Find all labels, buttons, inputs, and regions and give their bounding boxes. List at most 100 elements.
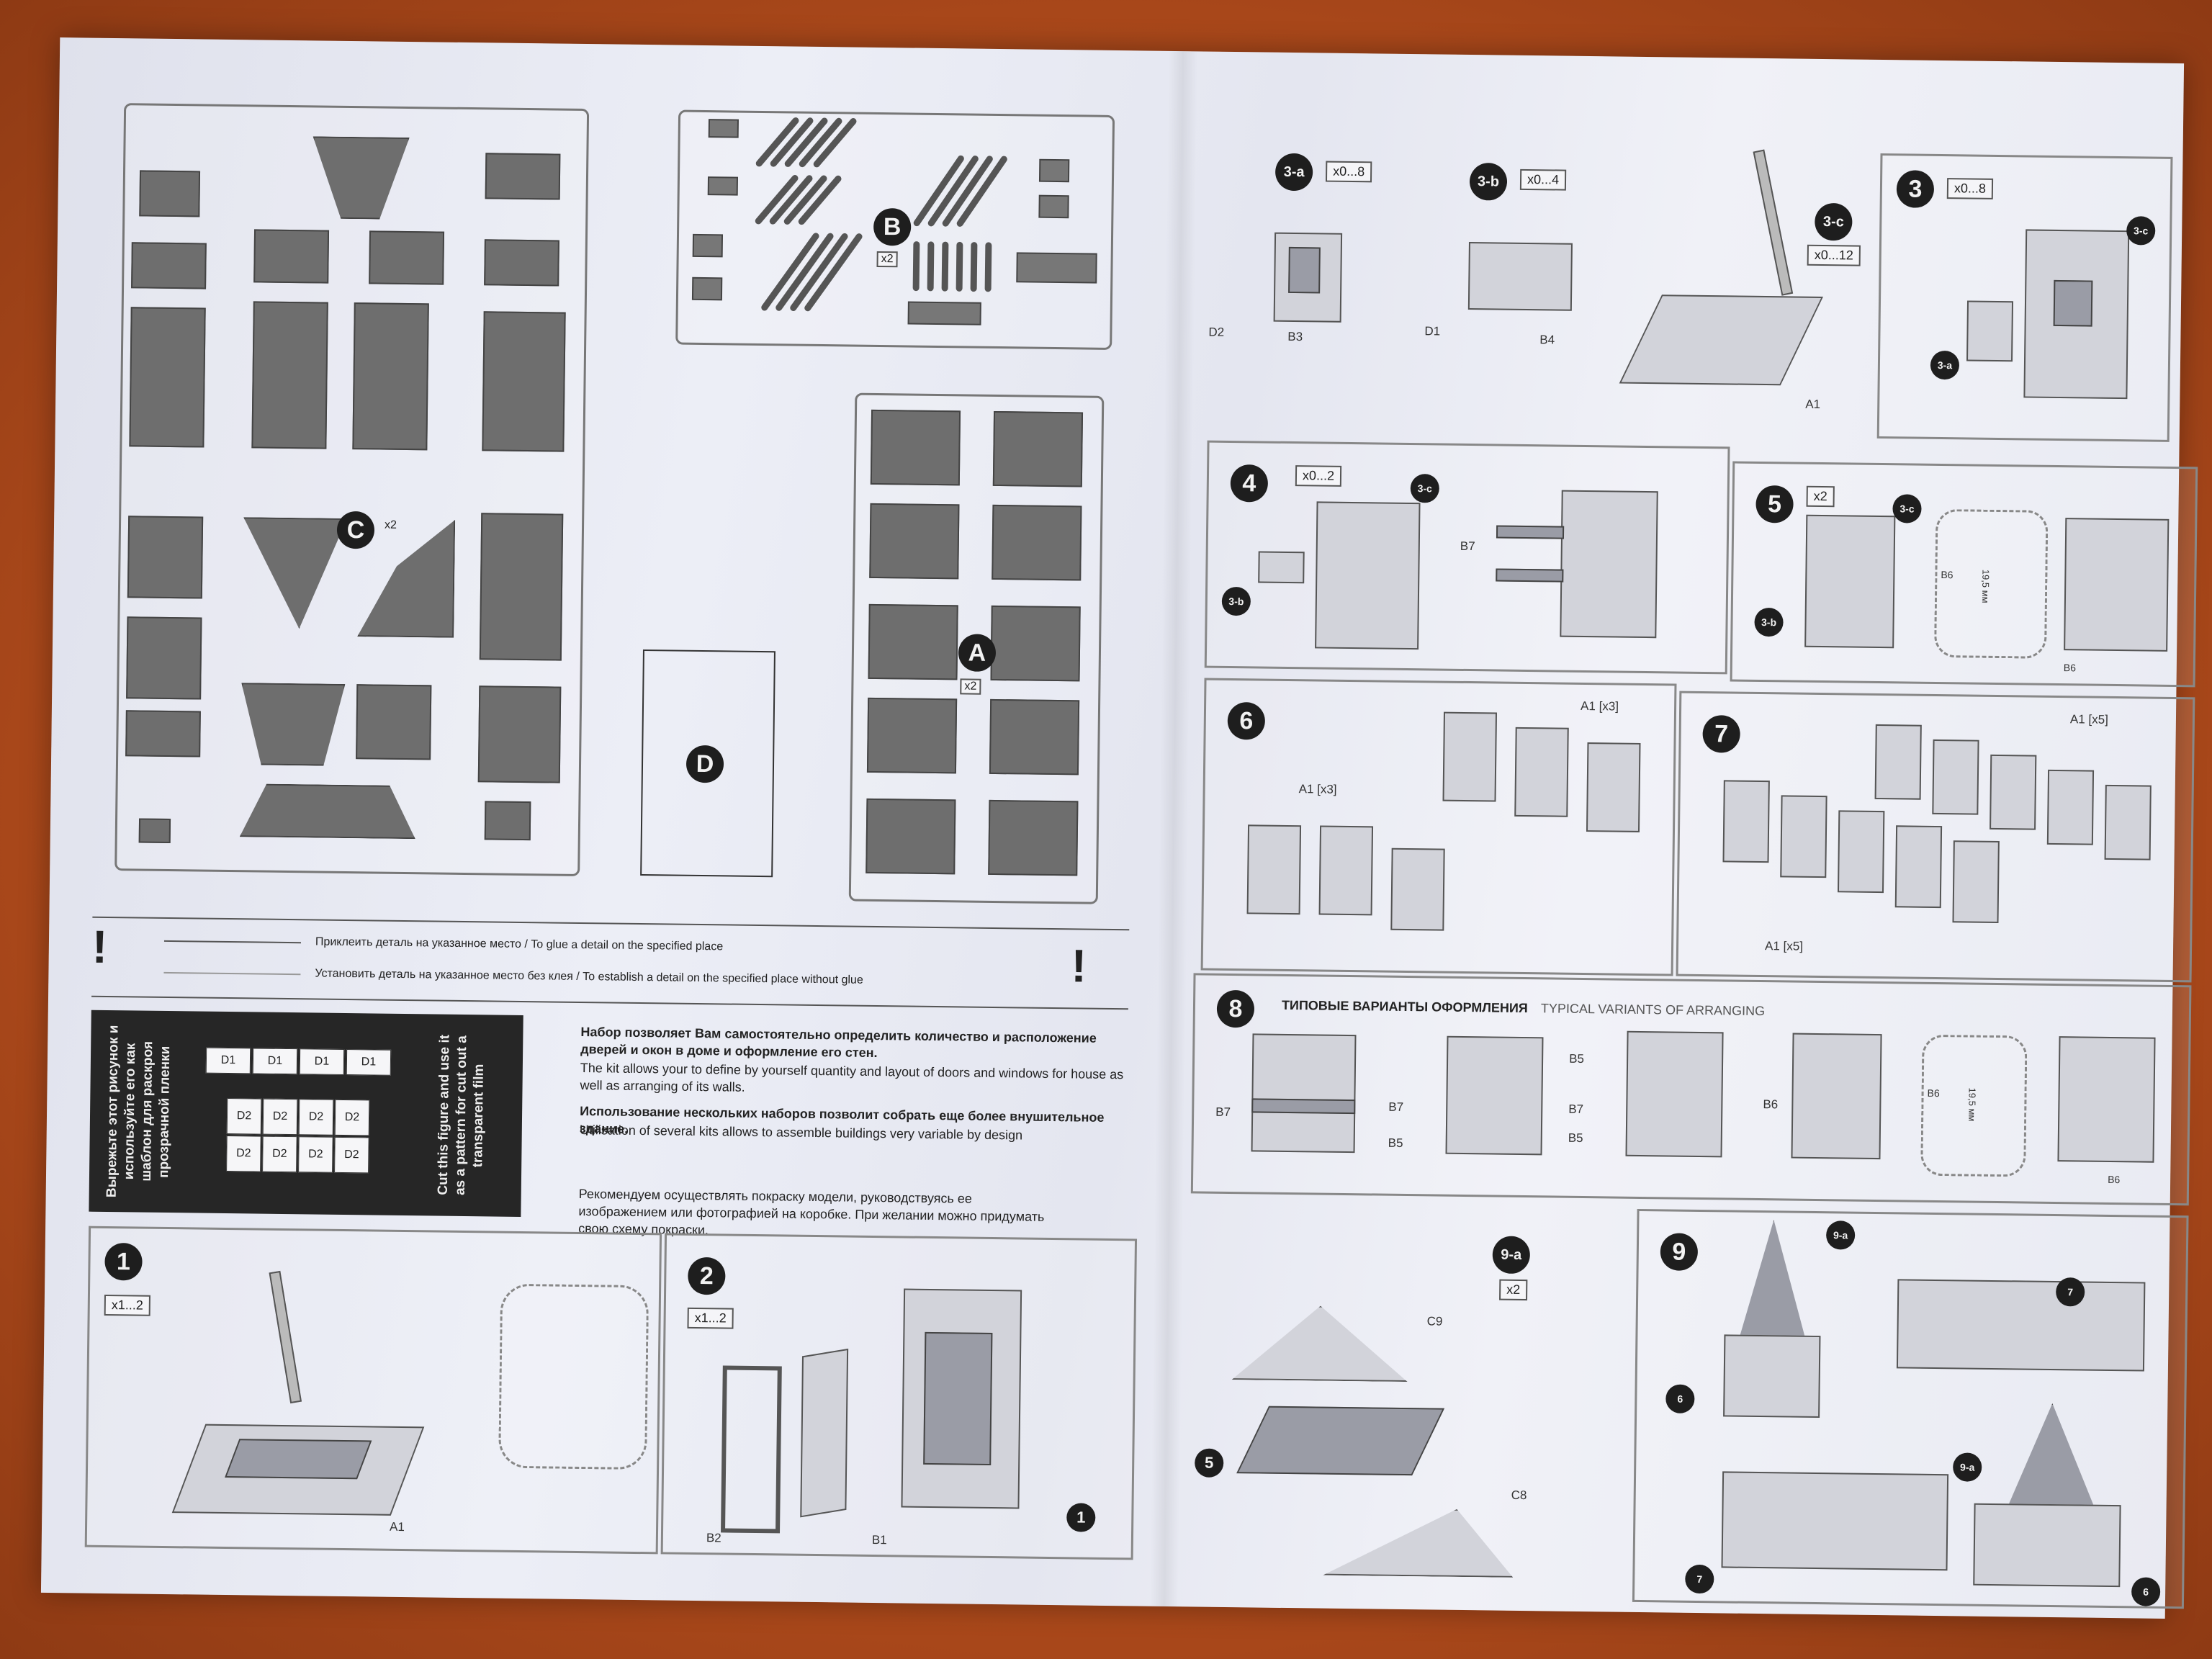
part-illustration — [1560, 490, 1658, 639]
step-6-panel: 6 A1 [x3] A1 [x3] — [1200, 678, 1677, 976]
part-illustration — [1625, 1030, 1724, 1158]
part-illustration — [2064, 518, 2170, 652]
template-text-en: Cut this figure and use it as a pattern … — [435, 1035, 487, 1196]
step-4-label: B7 — [1460, 539, 1475, 554]
knife-illustration — [269, 1270, 302, 1404]
sprue-part — [992, 504, 1082, 581]
step-9a-label: C8 — [1511, 1488, 1527, 1503]
sprue-part — [988, 799, 1079, 876]
part-illustration — [1973, 1503, 2121, 1588]
sprue-part — [356, 684, 432, 760]
part-illustration — [2104, 784, 2152, 860]
part-illustration — [1791, 1033, 1882, 1160]
glue-arrow — [163, 940, 301, 944]
part-illustration — [1721, 1471, 1949, 1571]
sprue-part — [990, 605, 1081, 682]
legend-glue: Приклеить деталь на указанное место / To… — [315, 935, 724, 953]
sprue-part — [138, 818, 171, 844]
step-2-label: B1 — [871, 1532, 887, 1547]
sprue-part — [477, 685, 562, 783]
step-1-panel: 1 x1...2 A1 — [84, 1226, 662, 1555]
sprue-d: D — [640, 649, 775, 878]
part-illustration — [923, 1331, 993, 1466]
step-8-badge: 8 — [1216, 989, 1255, 1028]
step-8-panel: 8 ТИПОВЫЕ ВАРИАНТЫ ОФОРМЛЕНИЯ TYPICAL VA… — [1190, 973, 2192, 1206]
part-illustration — [800, 1348, 849, 1518]
step-8-label: B7 — [1215, 1105, 1231, 1120]
step-3a-label: B3 — [1287, 329, 1303, 344]
sprue-part — [251, 301, 328, 449]
sprue-part — [866, 697, 958, 774]
part-illustration — [1514, 727, 1569, 817]
step-8-title-ru: ТИПОВЫЕ ВАРИАНТЫ ОФОРМЛЕНИЯ — [1281, 997, 1528, 1016]
sprue-d-badge: D — [685, 745, 724, 783]
sprue-part — [369, 230, 445, 285]
step-9a-badge: 9-a — [1492, 1236, 1531, 1274]
sprue-part — [482, 311, 566, 452]
sprue-part — [131, 242, 207, 289]
sprue-part — [253, 229, 330, 284]
sprue-part — [126, 616, 202, 700]
part-illustration — [1258, 551, 1305, 584]
step-5-label: B6 — [2063, 662, 2077, 674]
legend-warning-right: ! — [1071, 940, 1087, 992]
sprue-a: A x2 — [848, 392, 1105, 904]
step-2-label: B2 — [706, 1531, 721, 1545]
part-illustration — [2046, 769, 2095, 845]
step-2-part-ref: 1 — [1066, 1503, 1096, 1532]
step-3b-badge: 3-b — [1469, 162, 1508, 201]
step-6-label: A1 [x3] — [1298, 782, 1337, 796]
sprue-c-qty: x2 — [384, 518, 397, 531]
step-3c-qty: x0...12 — [1807, 244, 1861, 266]
step-3c-badge: 3-c — [1815, 202, 1853, 241]
sprue-part — [139, 170, 201, 217]
step-3-panel: 3 x0...8 3-c 3-a — [1876, 153, 2173, 442]
template-d2: D2 — [298, 1099, 334, 1136]
part-illustration — [1990, 754, 2037, 830]
part-illustration — [1246, 824, 1302, 915]
part-illustration — [1804, 514, 1896, 649]
step-9-label: 7 — [1685, 1564, 1714, 1594]
step-9-label: 6 — [1665, 1384, 1695, 1413]
sprue-part — [870, 409, 961, 486]
step-9a-qty: x2 — [1499, 1279, 1528, 1301]
step-8-label: B6 — [2108, 1173, 2121, 1186]
step-3-label: 3-c — [2126, 216, 2156, 246]
sprue-part — [869, 503, 960, 580]
step-9-label: 6 — [2131, 1577, 2161, 1606]
part-illustration — [1619, 295, 1824, 386]
sprue-part — [242, 517, 347, 629]
step-4-label: 3-b — [1221, 586, 1251, 616]
legend-top-rule — [92, 916, 1130, 931]
sprue-part — [127, 516, 204, 599]
sprue-part — [240, 683, 345, 766]
part-illustration — [1236, 1406, 1445, 1476]
step-6-label: A1 [x3] — [1581, 698, 1619, 714]
part-illustration — [1288, 246, 1321, 294]
part-illustration — [1723, 1334, 1821, 1419]
step-5-label: 19,5 мм — [1979, 569, 1992, 603]
template-d2: D2 — [226, 1136, 261, 1172]
step-3a-badge: 3-a — [1274, 153, 1313, 192]
step-8-label: B6 — [1763, 1097, 1779, 1112]
step-3a-qty: x0...8 — [1325, 161, 1372, 183]
part-illustration — [1496, 525, 1565, 539]
step-7-badge: 7 — [1702, 715, 1740, 753]
sprue-part — [312, 136, 409, 220]
step-4-badge: 4 — [1230, 464, 1269, 503]
info-p1-ru: Набор позволяет Вам самостоятельно опред… — [580, 1024, 1097, 1061]
step-5-label: 3-b — [1754, 607, 1784, 637]
part-illustration — [1323, 1508, 1514, 1578]
step-8-label: B6 — [1927, 1087, 1940, 1100]
step-4-qty: x0...2 — [1295, 465, 1342, 487]
part-illustration — [1780, 795, 1827, 878]
legend-warning-left: ! — [91, 920, 108, 973]
part-illustration — [1445, 1035, 1544, 1156]
sprue-part — [479, 513, 564, 661]
sprue-part — [485, 153, 561, 200]
part-illustration — [1874, 724, 1922, 800]
step-7-panel: 7 A1 [x5] A1 [x5] — [1676, 691, 2195, 983]
info-p1-en: The kit allows your to define by yoursel… — [580, 1060, 1124, 1094]
sprue-c: C x2 — [114, 103, 590, 876]
template-d2: D2 — [226, 1098, 262, 1135]
